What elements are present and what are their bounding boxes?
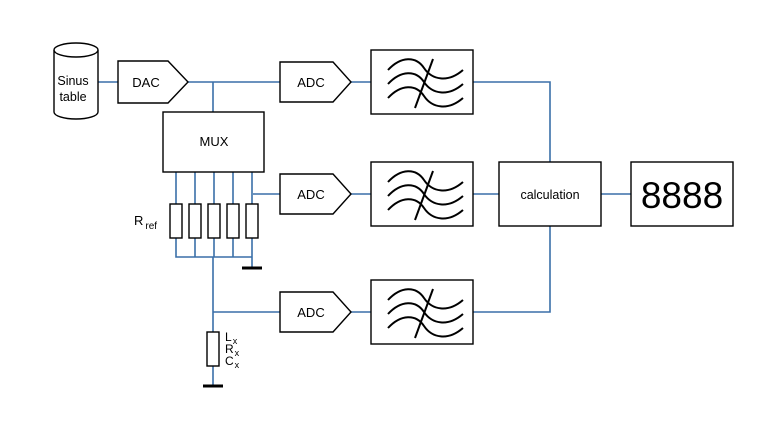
adc-top-shape xyxy=(279,61,352,103)
wire-filter-bottom-calc xyxy=(473,226,551,313)
adc-bottom-label: ADC xyxy=(297,305,324,320)
filter-top-block xyxy=(370,49,474,115)
sinus-table-label-line1: Sinus xyxy=(57,74,88,88)
dac-block: DAC xyxy=(117,60,189,104)
adc-bottom-block: ADC xyxy=(279,291,352,333)
cx-label: Cx xyxy=(225,354,240,370)
wire-mux-resistors xyxy=(175,172,253,204)
resistor-ref-5 xyxy=(245,203,259,239)
filter-top-shape xyxy=(370,49,474,115)
rx-label: Rx xyxy=(225,342,240,358)
mux-shape xyxy=(162,111,265,173)
filter-mid-block xyxy=(370,161,474,227)
wire-resistors-common xyxy=(175,238,252,258)
adc-top-block: ADC xyxy=(279,61,352,103)
wire-filter-top-calc xyxy=(473,81,551,162)
display-shape xyxy=(630,161,734,227)
wires xyxy=(97,81,631,386)
adc-top-label: ADC xyxy=(297,75,324,90)
resistor-dut xyxy=(206,331,220,367)
device-under-test: Lx Rx Cx xyxy=(203,330,240,388)
dac-label: DAC xyxy=(132,75,159,90)
dac-shape xyxy=(117,60,189,104)
resistor-ref-2 xyxy=(188,203,202,239)
resistor-ref-4 xyxy=(226,203,240,239)
resistor-ref-3 xyxy=(207,203,221,239)
adc-mid-shape xyxy=(279,173,352,215)
calculation-shape xyxy=(498,161,602,227)
filter-bottom-shape xyxy=(370,279,474,345)
filter-mid-shape xyxy=(370,161,474,227)
display-block: 8888 xyxy=(630,161,734,227)
calculation-label: calculation xyxy=(520,188,579,202)
mux-label: MUX xyxy=(200,134,229,149)
lx-label: Lx xyxy=(225,330,238,346)
resistor-ref-1 xyxy=(169,203,183,239)
calculation-block: calculation xyxy=(498,161,602,227)
mux-block: MUX xyxy=(162,111,265,173)
cylinder-body xyxy=(53,50,99,120)
display-readout: 8888 xyxy=(641,175,723,216)
filter-bottom-block xyxy=(370,279,474,345)
adc-bottom-shape xyxy=(279,291,352,333)
adc-mid-label: ADC xyxy=(297,187,324,202)
cylinder-top xyxy=(53,42,99,58)
adc-mid-block: ADC xyxy=(279,173,352,215)
sinus-table-cylinder: Sinus table xyxy=(53,42,99,120)
sinus-table-label-line2: table xyxy=(59,90,86,104)
